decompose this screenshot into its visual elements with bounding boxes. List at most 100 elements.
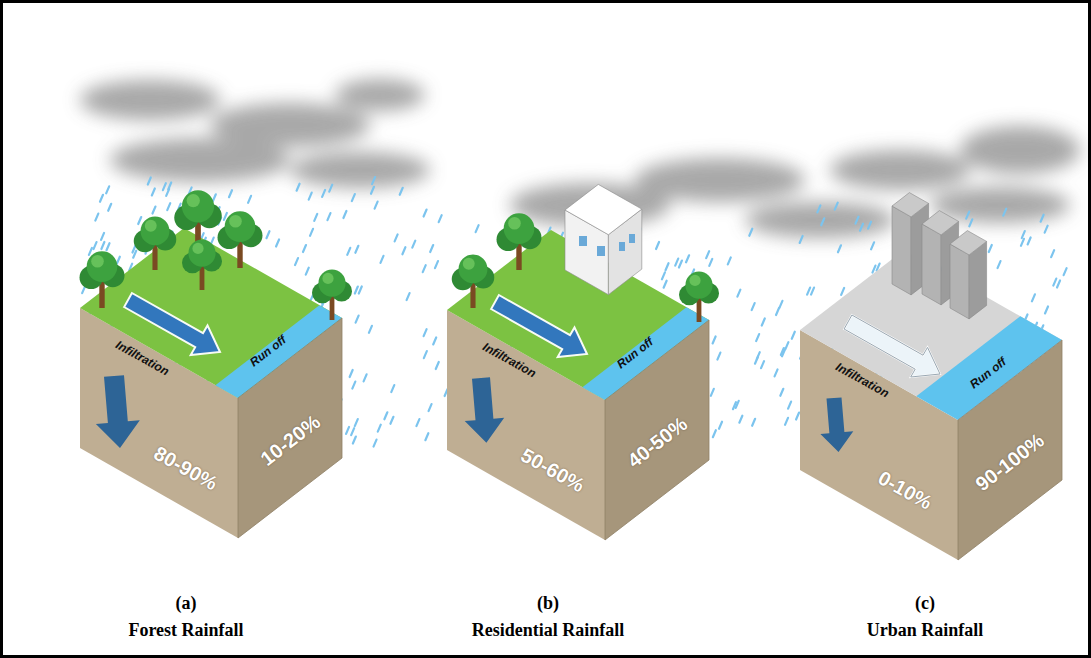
raindrop <box>309 193 312 200</box>
building <box>950 244 969 319</box>
raindrop <box>856 217 859 224</box>
raindrop <box>733 402 736 409</box>
raindrop <box>423 265 426 272</box>
tree-trunk <box>152 245 157 271</box>
raindrop <box>1021 239 1024 246</box>
raindrop <box>476 225 479 232</box>
raindrop <box>424 351 427 358</box>
raindrop <box>343 211 346 218</box>
raindrop <box>435 261 438 268</box>
raindrop <box>775 369 778 376</box>
raindrop <box>229 190 232 197</box>
raindrop <box>314 214 317 221</box>
tree-highlight <box>322 273 333 284</box>
tree-crown <box>188 240 215 267</box>
raindrop <box>108 204 111 211</box>
soil-block: InfiltrationRun off50-60%40-50% <box>447 230 712 545</box>
building <box>922 224 941 305</box>
house <box>565 184 642 234</box>
soil-block: InfiltrationRun off80-90%10-20% <box>80 228 345 543</box>
panel-caption: Forest Rainfall <box>128 620 243 641</box>
raindrop <box>838 245 841 252</box>
tree-highlight <box>145 220 157 232</box>
tree-highlight <box>508 217 521 230</box>
raindrop <box>776 308 779 315</box>
raindrop <box>369 326 372 333</box>
raindrop <box>1064 268 1067 275</box>
raindrop <box>737 290 740 297</box>
raindrop <box>713 336 716 343</box>
raindrop <box>213 194 216 201</box>
raindrop <box>821 218 824 225</box>
tree-crown <box>318 270 345 297</box>
raindrop <box>322 190 325 197</box>
runoff-arrow <box>844 315 940 377</box>
edge <box>958 340 1062 560</box>
raindrop <box>364 374 367 381</box>
raindrop <box>761 361 764 368</box>
raindrop <box>749 229 752 236</box>
raindrop <box>350 370 353 377</box>
raindrop <box>390 417 393 424</box>
raindrop <box>1045 226 1048 233</box>
raindrop <box>752 419 755 426</box>
raindrop <box>163 183 166 190</box>
raindrop <box>739 416 742 423</box>
raindrop <box>1022 231 1025 238</box>
raindrop <box>351 428 354 435</box>
block-outline <box>800 250 1065 565</box>
raindrop <box>374 440 377 447</box>
raindrop <box>717 353 720 360</box>
raindrop <box>781 348 784 355</box>
raindrop <box>359 286 362 293</box>
raindrop <box>800 236 803 243</box>
raindrop <box>276 240 279 247</box>
soil-block: InfiltrationRun off0-10%90-100% <box>800 250 1065 565</box>
building <box>950 231 987 255</box>
raindrop <box>371 187 374 194</box>
window <box>597 246 605 256</box>
raindrop <box>167 203 170 210</box>
raindrop <box>719 422 722 429</box>
raindrop <box>675 259 678 266</box>
window <box>579 236 587 246</box>
raindrop <box>266 231 269 238</box>
raindrop <box>101 242 104 249</box>
runoff-water <box>215 305 342 398</box>
raindrop <box>711 389 714 396</box>
building <box>892 193 929 217</box>
raindrop <box>327 213 330 220</box>
ground-surface <box>80 228 342 398</box>
raindrop <box>400 188 403 195</box>
raindrop <box>152 207 155 214</box>
raindrop <box>666 263 669 270</box>
runoff-arrow-outline <box>844 315 940 377</box>
raindrop <box>752 303 755 310</box>
raindrop <box>429 404 432 411</box>
raindrop <box>295 258 298 265</box>
raindrop <box>679 261 682 268</box>
panel-letter: (c) <box>915 593 935 614</box>
raindrop <box>372 177 375 184</box>
raindrop <box>391 385 394 392</box>
raindrop <box>132 246 135 253</box>
panel-caption: Urban Rainfall <box>867 620 984 641</box>
raindrop <box>378 425 381 432</box>
raindrop <box>1041 215 1044 222</box>
raindrop <box>356 316 359 323</box>
raindrop <box>380 256 383 263</box>
tree-trunk <box>516 243 521 270</box>
raindrop <box>95 214 98 221</box>
raindrop <box>728 257 731 264</box>
raindrop <box>425 433 428 440</box>
raindrop <box>664 281 667 288</box>
edge <box>605 320 709 540</box>
tree-crown <box>459 254 488 283</box>
raindrop <box>762 318 765 325</box>
window <box>619 242 625 251</box>
raindrop <box>138 217 141 224</box>
raindrop <box>355 419 358 426</box>
raindrop <box>785 342 788 349</box>
block-outline <box>447 230 712 545</box>
raindrop <box>424 329 427 336</box>
